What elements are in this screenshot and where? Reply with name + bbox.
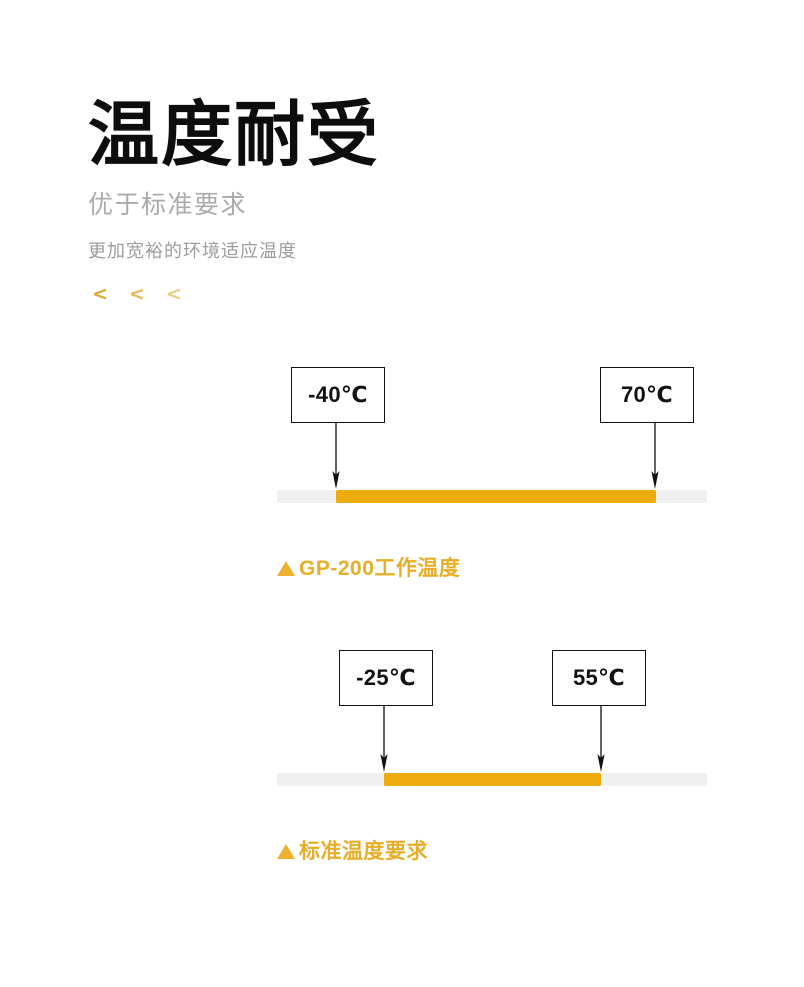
gp200-caption-label: GP-200工作温度 [299,557,461,580]
standard-caption: 标准温度要求 [277,835,428,865]
chevron-left-icon: < [92,283,108,306]
chevron-decoration: < < < [88,285,380,304]
gp200-temperature-track [277,490,707,503]
page-tagline: 更加宽裕的环境适应温度 [88,240,297,261]
standard-temperature-range-fill [384,773,601,786]
standard-temperature-track [277,773,707,786]
triangle-up-icon [277,843,295,859]
chevron-left-icon: < [165,283,182,306]
chevron-left-icon: < [128,283,145,306]
standard-min-temp-box: -25℃ [339,650,433,706]
standard-max-arrow-icon [597,706,605,772]
page-title: 温度耐受 [88,96,381,175]
gp200-caption: GP-200工作温度 [277,552,460,582]
standard-min-arrow-icon [380,706,388,772]
standard-caption-label: 标准温度要求 [299,840,428,863]
gp200-min-arrow-icon [332,423,340,489]
gp200-temperature-range-fill [336,490,656,503]
gp200-min-temp-box: -40℃ [291,367,385,423]
page-subtitle: 优于标准要求 [88,190,248,219]
standard-max-temp-box: 55℃ [552,650,646,706]
gp200-max-temp-box: 70℃ [600,367,694,423]
triangle-up-icon [277,560,295,576]
gp200-max-arrow-icon [651,423,659,489]
header-block: 温度耐受 优于标准要求 更加宽裕的环境适应温度 < < < [88,96,380,304]
